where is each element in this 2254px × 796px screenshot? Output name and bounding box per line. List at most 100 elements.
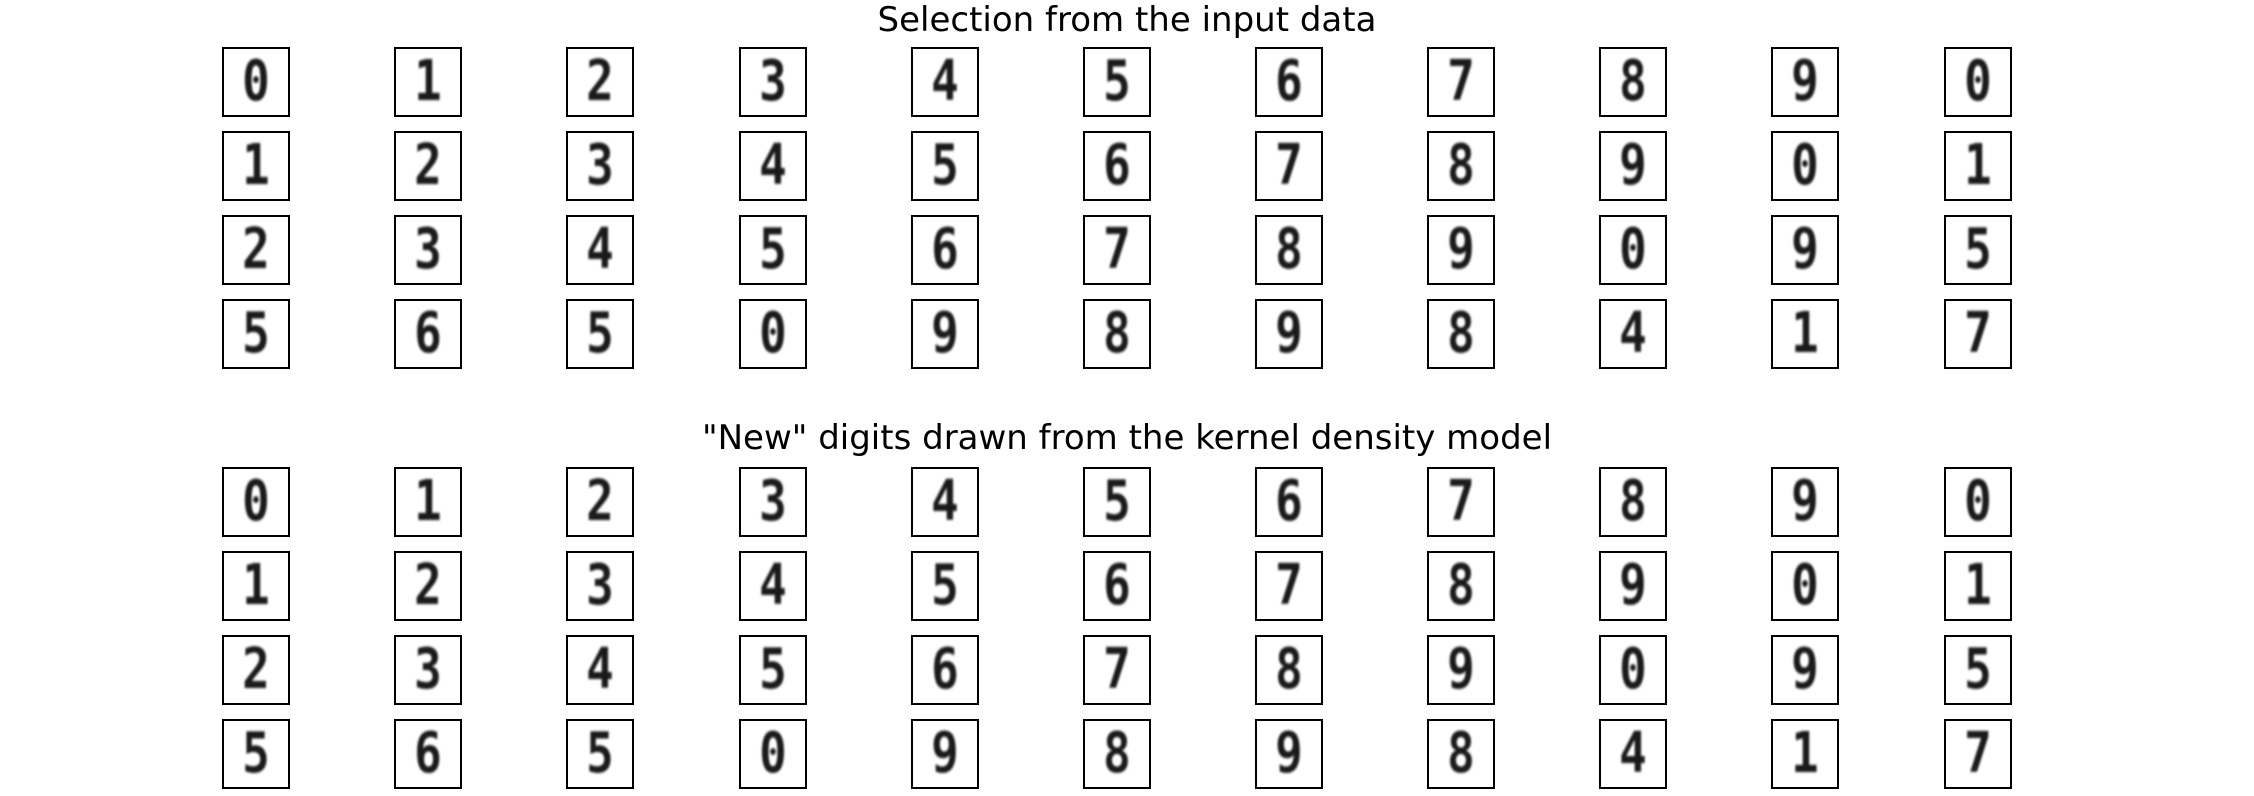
digit-glyph: 8 xyxy=(1103,721,1131,786)
digit-image-kde-r2-c7: 7 xyxy=(1255,551,1323,621)
digit-image-input-r3-c2: 3 xyxy=(394,215,462,285)
digit-image-input-r4-c8: 8 xyxy=(1427,299,1495,369)
digit-glyph: 2 xyxy=(586,469,614,534)
digit-image-input-r1-c9: 8 xyxy=(1599,47,1667,117)
digit-image-kde-r1-c3: 2 xyxy=(566,467,634,537)
digit-glyph: 1 xyxy=(414,49,442,114)
digit-glyph: 2 xyxy=(242,637,270,702)
digit-image-input-r3-c8: 9 xyxy=(1427,215,1495,285)
digit-image-input-r1-c3: 2 xyxy=(566,47,634,117)
digit-image-kde-r2-c8: 8 xyxy=(1427,551,1495,621)
digit-image-kde-r4-c11: 7 xyxy=(1944,719,2012,789)
digit-glyph: 8 xyxy=(1275,637,1303,702)
digit-image-input-r3-c7: 8 xyxy=(1255,215,1323,285)
digit-glyph: 8 xyxy=(1275,217,1303,282)
digit-image-kde-r4-c2: 6 xyxy=(394,719,462,789)
digit-glyph: 7 xyxy=(1964,721,1992,786)
digit-image-kde-r2-c2: 2 xyxy=(394,551,462,621)
digit-image-kde-r2-c11: 1 xyxy=(1944,551,2012,621)
digit-image-input-r3-c11: 5 xyxy=(1944,215,2012,285)
digit-glyph: 5 xyxy=(1103,469,1131,534)
digit-image-input-r3-c6: 7 xyxy=(1083,215,1151,285)
digit-glyph: 3 xyxy=(414,217,442,282)
digit-image-kde-r4-c4: 0 xyxy=(739,719,807,789)
digit-image-kde-r3-c2: 3 xyxy=(394,635,462,705)
digit-image-kde-r4-c6: 8 xyxy=(1083,719,1151,789)
digit-image-input-r2-c6: 6 xyxy=(1083,131,1151,201)
digit-glyph: 2 xyxy=(242,217,270,282)
digit-glyph: 2 xyxy=(414,133,442,198)
digit-glyph: 9 xyxy=(1275,301,1303,366)
digit-image-input-r2-c3: 3 xyxy=(566,131,634,201)
digit-glyph: 9 xyxy=(1791,49,1819,114)
digit-glyph: 8 xyxy=(1103,301,1131,366)
digit-image-kde-r3-c8: 9 xyxy=(1427,635,1495,705)
digit-image-kde-r1-c7: 6 xyxy=(1255,467,1323,537)
digit-image-input-r4-c6: 8 xyxy=(1083,299,1151,369)
digit-glyph: 0 xyxy=(242,49,270,114)
digit-image-kde-r2-c9: 9 xyxy=(1599,551,1667,621)
digit-image-kde-r1-c8: 7 xyxy=(1427,467,1495,537)
digit-glyph: 6 xyxy=(1103,553,1131,618)
digit-glyph: 2 xyxy=(586,49,614,114)
digit-image-input-r4-c10: 1 xyxy=(1771,299,1839,369)
digit-image-kde-r4-c7: 9 xyxy=(1255,719,1323,789)
digit-glyph: 3 xyxy=(586,553,614,618)
digit-image-input-r4-c1: 5 xyxy=(222,299,290,369)
digit-glyph: 9 xyxy=(931,721,959,786)
digit-image-kde-r4-c1: 5 xyxy=(222,719,290,789)
digit-image-input-r2-c8: 8 xyxy=(1427,131,1495,201)
digit-image-input-r2-c9: 9 xyxy=(1599,131,1667,201)
digit-glyph: 6 xyxy=(414,721,442,786)
digit-glyph: 5 xyxy=(242,721,270,786)
digit-glyph: 7 xyxy=(1447,469,1475,534)
digit-image-input-r1-c1: 0 xyxy=(222,47,290,117)
panel-title-kde-samples: "New" digits drawn from the kernel densi… xyxy=(701,418,1553,458)
digit-image-kde-r2-c6: 6 xyxy=(1083,551,1151,621)
digit-glyph: 1 xyxy=(1964,133,1992,198)
digit-image-input-r4-c3: 5 xyxy=(566,299,634,369)
digit-image-kde-r2-c10: 0 xyxy=(1771,551,1839,621)
digit-glyph: 9 xyxy=(1447,637,1475,702)
digit-glyph: 9 xyxy=(1275,721,1303,786)
digit-image-input-r4-c2: 6 xyxy=(394,299,462,369)
digit-image-kde-r4-c3: 5 xyxy=(566,719,634,789)
digit-glyph: 1 xyxy=(1791,721,1819,786)
digit-glyph: 1 xyxy=(242,133,270,198)
digit-image-kde-r1-c9: 8 xyxy=(1599,467,1667,537)
digit-glyph: 5 xyxy=(1964,637,1992,702)
digit-glyph: 5 xyxy=(931,553,959,618)
digit-glyph: 5 xyxy=(1964,217,1992,282)
digit-glyph: 0 xyxy=(1619,637,1647,702)
digit-glyph: 9 xyxy=(1619,553,1647,618)
digit-image-kde-r1-c1: 0 xyxy=(222,467,290,537)
digit-image-input-r3-c5: 6 xyxy=(911,215,979,285)
digit-glyph: 0 xyxy=(759,721,787,786)
digit-glyph: 7 xyxy=(1964,301,1992,366)
digit-glyph: 4 xyxy=(931,49,959,114)
digit-glyph: 8 xyxy=(1619,49,1647,114)
digit-glyph: 0 xyxy=(1964,49,1992,114)
digit-glyph: 5 xyxy=(1103,49,1131,114)
digit-glyph: 3 xyxy=(759,469,787,534)
digit-image-input-r1-c11: 0 xyxy=(1944,47,2012,117)
digit-glyph: 0 xyxy=(1619,217,1647,282)
digit-image-input-r3-c4: 5 xyxy=(739,215,807,285)
digit-image-input-r3-c3: 4 xyxy=(566,215,634,285)
digit-glyph: 0 xyxy=(242,469,270,534)
digit-glyph: 6 xyxy=(931,217,959,282)
digit-glyph: 7 xyxy=(1103,217,1131,282)
digit-glyph: 9 xyxy=(1619,133,1647,198)
digit-glyph: 6 xyxy=(1275,49,1303,114)
digit-glyph: 0 xyxy=(1964,469,1992,534)
digit-glyph: 1 xyxy=(414,469,442,534)
digit-glyph: 0 xyxy=(1791,133,1819,198)
digit-glyph: 3 xyxy=(586,133,614,198)
digit-image-input-r4-c11: 7 xyxy=(1944,299,2012,369)
digit-image-input-r1-c5: 4 xyxy=(911,47,979,117)
digit-image-kde-r1-c2: 1 xyxy=(394,467,462,537)
digit-glyph: 5 xyxy=(586,721,614,786)
